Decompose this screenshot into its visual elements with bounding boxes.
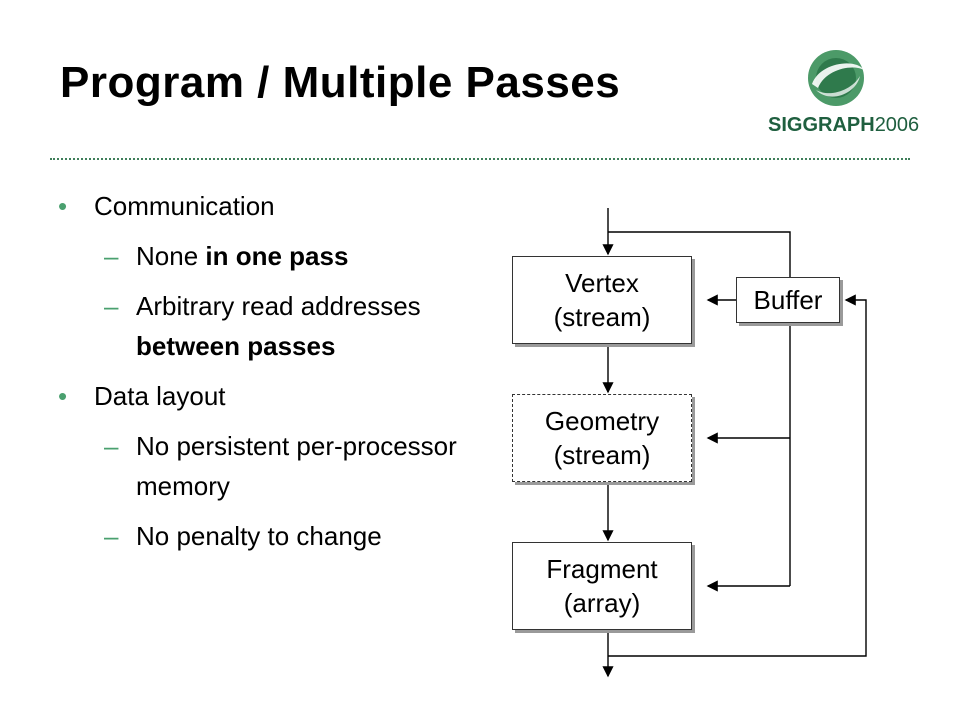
dash-icon: – [104,521,119,551]
buffer-box: Buffer [736,277,840,323]
bullet-communication: • Communication [58,186,488,226]
geometry-label: Geometry [544,406,660,436]
sub-bullet-bold-text: between passes [136,331,336,361]
sub-bullet-text: None [136,241,199,271]
geometry-sublabel: (stream) [553,440,651,470]
bullet-list: • Communication – None in one pass – Arb… [58,186,488,566]
dash-icon: – [104,431,119,461]
logo-brand: SIGGRAPH [768,114,875,136]
buffer-feed-line [608,231,791,586]
fragment-label: Fragment [546,554,658,584]
bullet-dot-icon: • [58,381,68,411]
dash-icon: – [104,241,119,271]
bullet-dot-icon: • [58,191,68,221]
vertex-sublabel: (stream) [553,302,651,332]
sub-bullet-text: No penalty to change [136,521,382,551]
vertex-stage-box: Vertex (stream) [512,256,692,344]
title-divider [50,158,910,160]
fragment-stage-box: Fragment (array) [512,542,692,630]
siggraph-logo-text: SIGGRAPH2006 [768,114,919,137]
buffer-label: Buffer [753,285,823,315]
bullet-text: Communication [94,191,275,221]
dash-icon: – [104,291,119,321]
bullet-data-layout: • Data layout [58,376,488,416]
bullet-text: Data layout [94,381,226,411]
sub-bullet-none-in-one-pass: – None in one pass [58,236,488,276]
sub-bullet-no-persistent-memory: – No persistent per-processor memory [58,426,488,506]
geometry-stage-box: Geometry (stream) [512,394,692,482]
sub-bullet-text: No persistent per-processor memory [136,431,457,501]
sub-bullet-bold-text: in one pass [198,241,349,271]
slide-title: Program / Multiple Passes [60,58,621,107]
vertex-label: Vertex [565,268,639,298]
siggraph-logo-icon [808,50,864,106]
output-feedback-arrow [608,294,867,657]
fragment-sublabel: (array) [563,588,641,618]
sub-bullet-no-penalty: – No penalty to change [58,516,488,556]
sub-bullet-text: Arbitrary read addresses [136,291,421,321]
logo-year: 2006 [874,114,920,136]
sub-bullet-arbitrary-read: – Arbitrary read addresses between passe… [58,286,488,366]
